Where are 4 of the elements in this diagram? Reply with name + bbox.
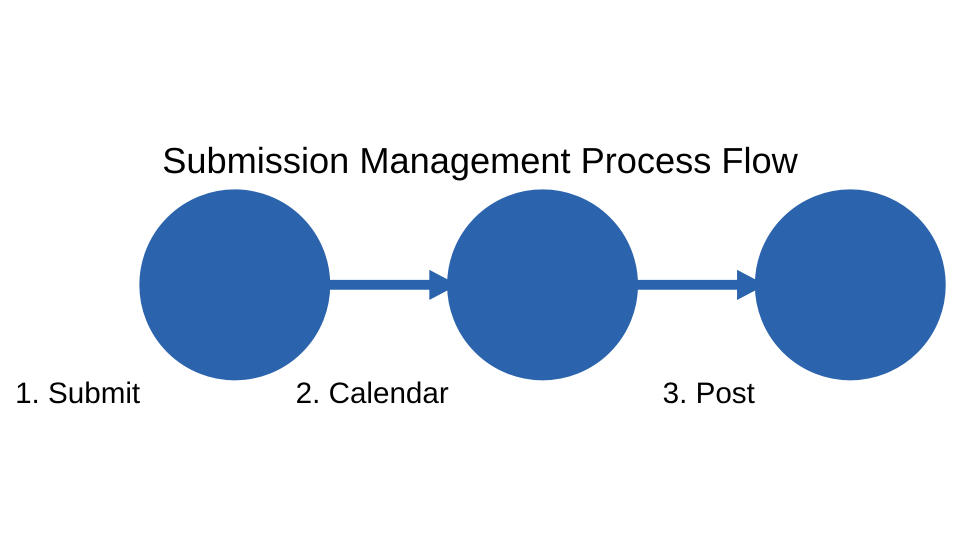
node-label: 3. Post [662, 376, 755, 410]
diagram-title: Submission Management Process Flow [162, 140, 798, 181]
node-label: 1. Submit [15, 376, 140, 410]
node-label: 2. Calendar [296, 376, 449, 410]
